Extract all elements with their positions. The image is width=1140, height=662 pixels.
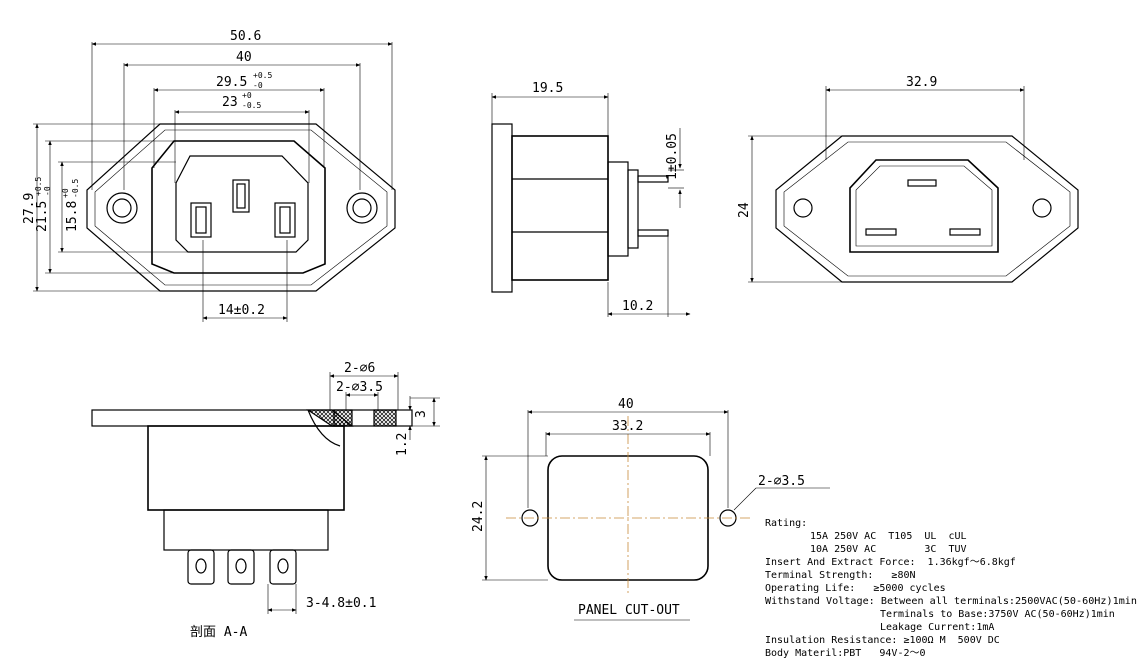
mounting-hole-left: [106, 192, 138, 224]
dim-body-width: 29.5: [216, 75, 247, 90]
dim-pin-thickness: 1±0.05: [665, 133, 680, 180]
back-terminal-left: [865, 228, 897, 236]
mounting-hole-right: [346, 192, 378, 224]
back-flange-outline: [775, 135, 1079, 283]
section-terminal-2: [227, 549, 255, 585]
cutout-caption: PANEL CUT-OUT: [578, 603, 680, 618]
dim-pin-length: 10.2: [622, 299, 653, 314]
line-pin: [190, 202, 212, 238]
dim-hole-spacing: 40: [236, 50, 252, 65]
back-hole-right: [1032, 198, 1052, 218]
side-pin-bottom: [637, 229, 669, 237]
neutral-pin: [274, 202, 296, 238]
dim-overall-height: 27.9: [22, 193, 37, 224]
back-terminal-top: [907, 179, 937, 187]
spec-rating-label: Rating:: [765, 518, 807, 529]
spec-insert-force: Insert And Extract Force: 1.36kgf～6.8kgf: [765, 557, 1016, 568]
dim-terminal-pitch: 3-4.8±0.1: [306, 596, 376, 611]
spec-rating-2: 10A 250V AC 3C TUV: [810, 544, 967, 555]
dim-body-height-tol-upper: +0.5: [34, 177, 43, 196]
dim-overall-width: 50.6: [230, 29, 261, 44]
section-caption: 剖面 A-A: [190, 625, 247, 640]
dim-cutout-holes: 2-∅3.5: [758, 474, 805, 489]
back-view: [748, 86, 1079, 283]
dim-flange-thickness: 1.2: [395, 433, 410, 456]
section-body: [147, 425, 345, 511]
earth-pin: [232, 179, 250, 213]
side-flange: [491, 123, 513, 293]
side-body: [511, 135, 609, 281]
section-view: [91, 372, 440, 614]
body-outline: [151, 140, 326, 274]
dim-inner-width-tol-upper: +0: [242, 91, 252, 100]
panel-cutout: [482, 410, 830, 621]
dim-inner-height-tol-lower: -0.5: [71, 179, 80, 198]
dim-body-depth: 19.5: [532, 81, 563, 96]
spec-withstand-1: Withstand Voltage: Between all terminals…: [765, 596, 1137, 607]
dim-pin-spacing: 14±0.2: [218, 303, 265, 318]
back-body-outline: [849, 159, 999, 253]
dim-inner-width: 23: [222, 95, 238, 110]
back-hole-left: [793, 198, 813, 218]
spec-leakage: Leakage Current:1mA: [880, 622, 994, 633]
dim-inner-height: 15.8: [65, 201, 80, 232]
dim-hole-small: 2-∅3.5: [336, 380, 383, 395]
dim-body-width-tol-lower: -0: [253, 81, 263, 90]
front-view: [33, 42, 396, 322]
socket-outline: [175, 155, 309, 253]
flange-outline: [86, 123, 396, 292]
dim-inner-width-tol-lower: -0.5: [242, 101, 261, 110]
spec-operating-life: Operating Life: ≥5000 cycles: [765, 583, 946, 594]
dim-cutout-width: 33.2: [612, 419, 643, 434]
section-terminal-1: [187, 549, 215, 585]
back-terminal-right: [949, 228, 981, 236]
spec-insulation: Insulation Resistance: ≥100Ω M 500V DC: [765, 635, 1000, 646]
dim-flange-height: 3: [414, 410, 429, 418]
section-base: [163, 509, 329, 551]
dim-body-height-tol-lower: -0: [43, 186, 52, 196]
side-pin-top: [637, 175, 669, 183]
section-terminal-3: [269, 549, 297, 585]
dim-back-width: 32.9: [906, 75, 937, 90]
dim-inner-height-tol-upper: +0: [61, 188, 70, 198]
spec-rating-1: 15A 250V AC T105 UL cUL: [810, 531, 967, 542]
spec-body-material: Body Materil:PBT 94V-2～0: [765, 648, 926, 659]
dim-back-height: 24: [737, 202, 752, 218]
dim-cutout-height: 24.2: [471, 501, 486, 532]
dim-cutout-hole-spacing: 40: [618, 397, 634, 412]
dim-body-width-tol-upper: +0.5: [253, 71, 272, 80]
spec-terminal-strength: Terminal Strength: ≥80N: [765, 570, 916, 581]
dim-hole-large: 2-∅6: [344, 361, 375, 376]
specifications: Rating: 15A 250V AC T105 UL cUL 10A 250V…: [765, 518, 1137, 659]
side-view: [491, 93, 691, 317]
section-flange: [91, 409, 413, 427]
spec-withstand-2: Terminals to Base:3750V AC(50-60Hz)1min: [880, 609, 1115, 620]
dim-body-height: 21.5: [35, 201, 50, 232]
